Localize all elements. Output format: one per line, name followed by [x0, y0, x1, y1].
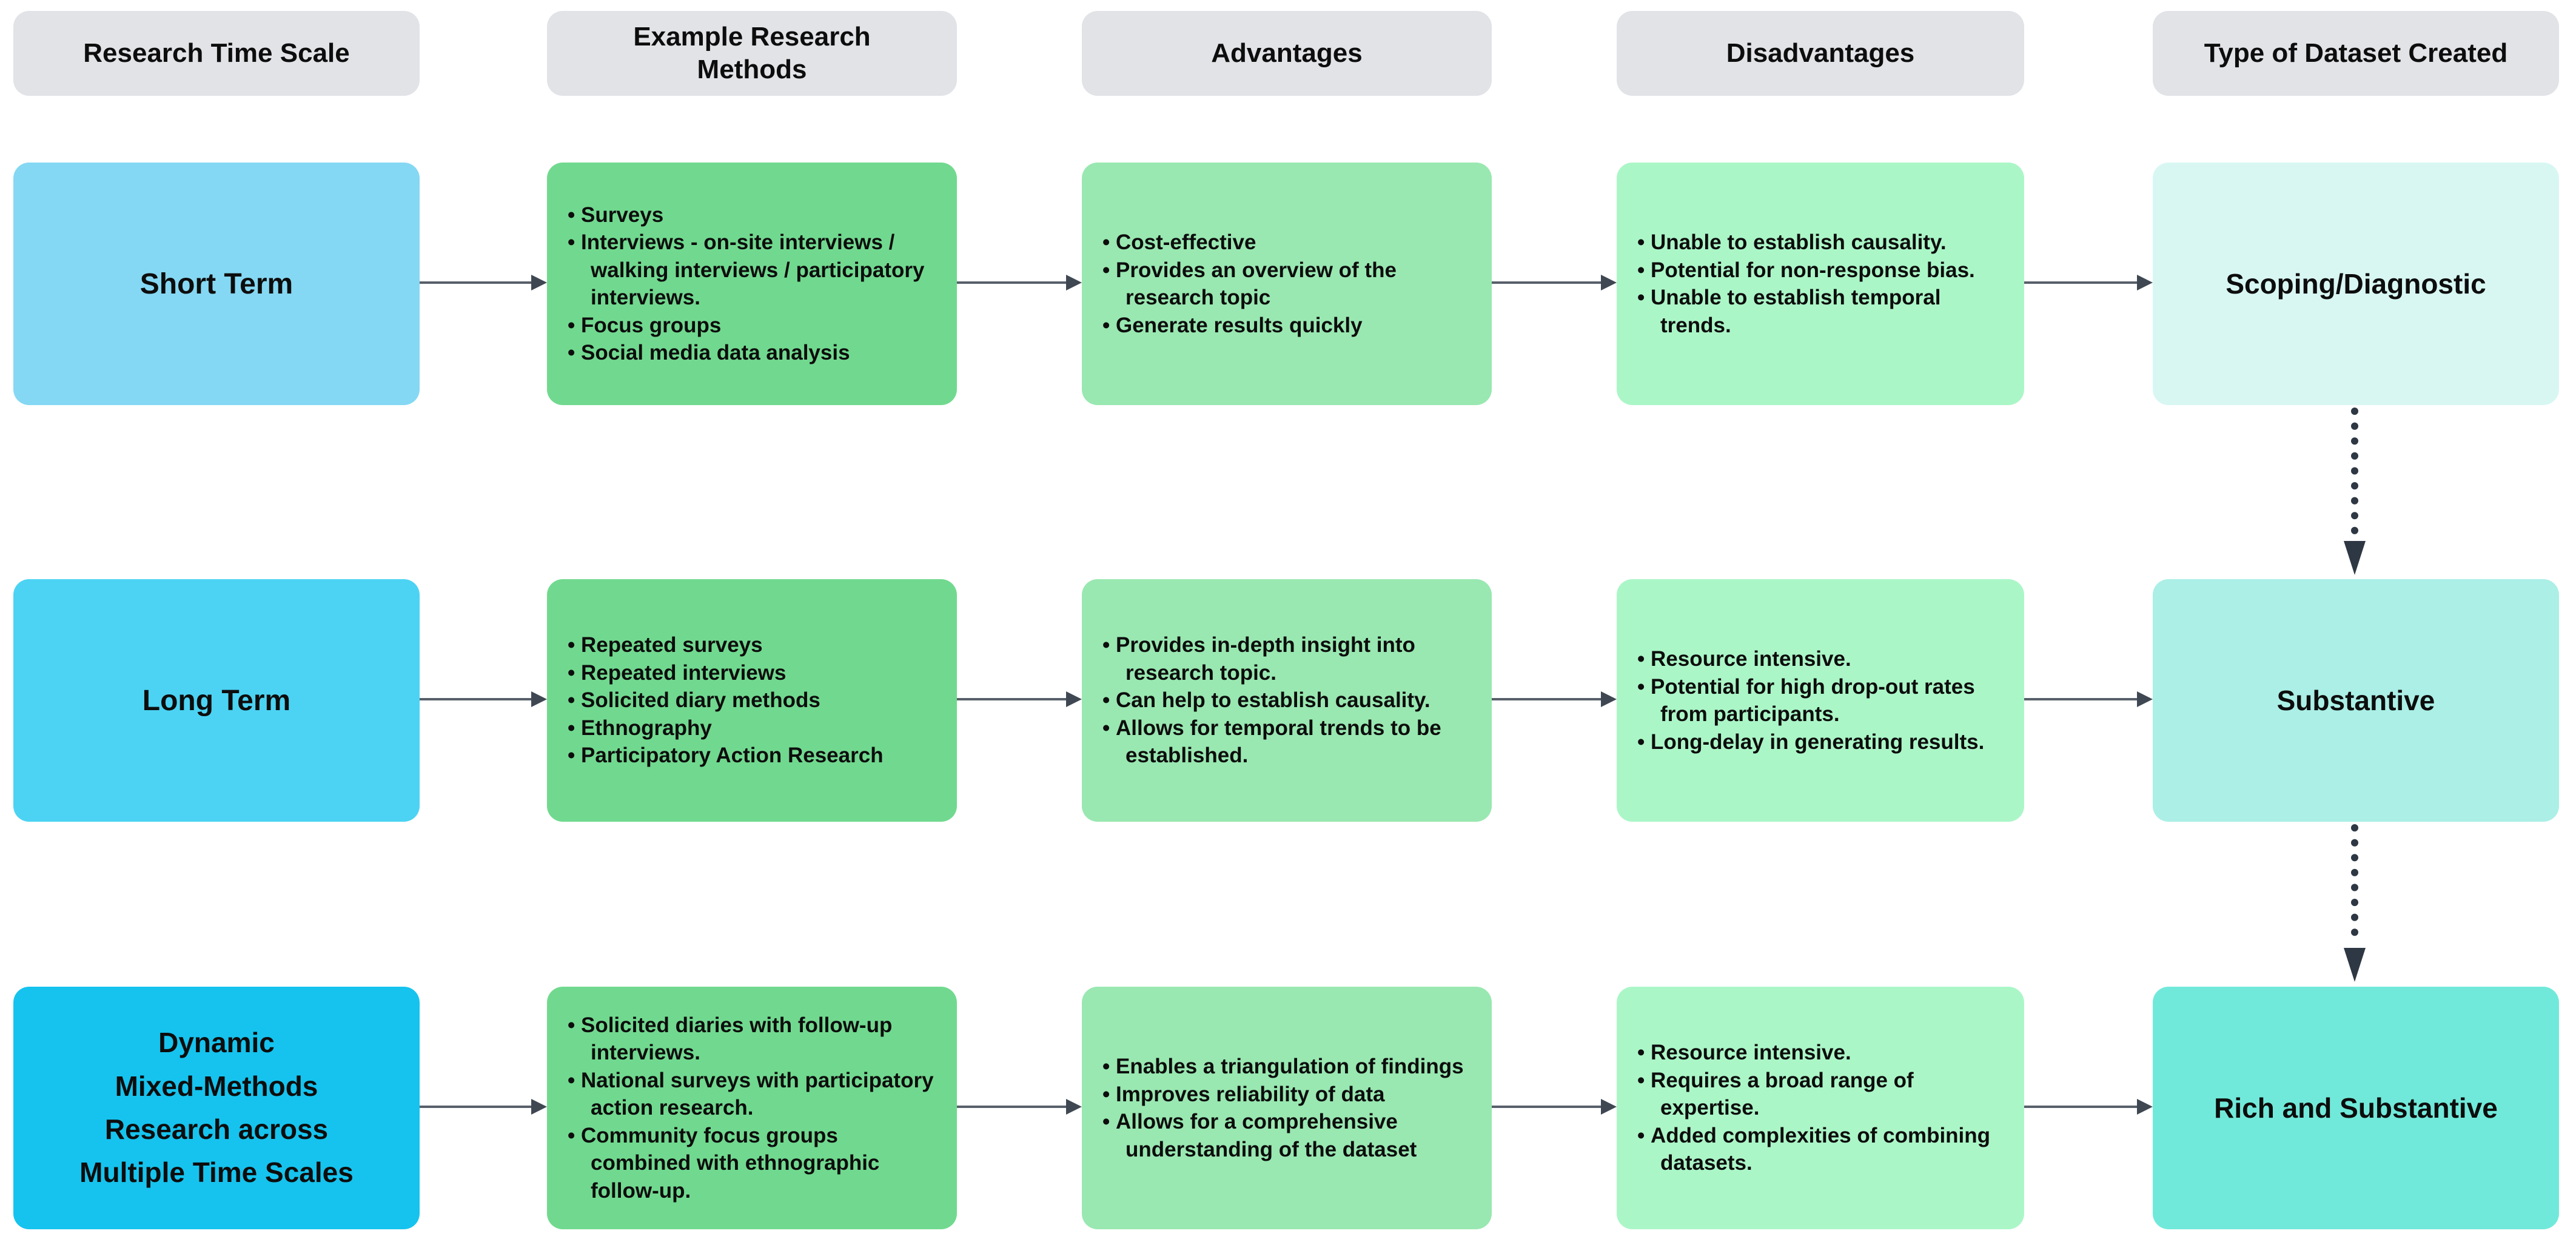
bullet-item: Cost-effective [1102, 229, 1471, 257]
node-dataset-rich-and-substantive: Rich and Substantive [2153, 987, 2559, 1229]
right-arrow-icon [957, 691, 1082, 707]
right-arrow-icon [1492, 275, 1617, 290]
node-advantages-long-term: Provides in-depth insight into research … [1082, 579, 1492, 822]
bullet-item: Long-delay in generating results. [1637, 728, 2004, 756]
bullet-item: Allows for a comprehensive understanding… [1102, 1108, 1471, 1163]
node-disadvantages-long-term: Resource intensive.Potential for high dr… [1617, 579, 2024, 822]
text-line: Type of Dataset Created [2204, 38, 2508, 69]
text-line: Example Research [633, 22, 871, 52]
text-line: Dynamic [158, 1027, 275, 1059]
bullet-item: Potential for non-response bias. [1637, 257, 2004, 284]
right-arrow-icon [2024, 275, 2153, 290]
node-methods-short-term: SurveysInterviews - on-site interviews /… [547, 163, 957, 405]
right-arrow-icon [2024, 691, 2153, 707]
bullet-item: Surveys [568, 201, 936, 229]
bullet-item: Unable to establish causality. [1637, 229, 2004, 257]
text-line: Disadvantages [1726, 38, 1915, 69]
node-disadvantages-dynamic: Resource intensive.Requires a broad rang… [1617, 987, 2024, 1229]
right-arrow-icon [1492, 1099, 1617, 1115]
right-arrow-icon [957, 275, 1082, 290]
header-disadvantages: Disadvantages [1617, 11, 2024, 96]
node-methods-dynamic: Solicited diaries with follow-up intervi… [547, 987, 957, 1229]
bullet-item: Solicited diaries with follow-up intervi… [568, 1012, 936, 1067]
bullet-item: Improves reliability of data [1102, 1081, 1471, 1109]
text-line: Research across [104, 1113, 329, 1145]
dotted-down-arrow-icon [2344, 408, 2366, 575]
text-line: Multiple Time Scales [79, 1156, 354, 1189]
header-label: Disadvantages [1726, 37, 1915, 70]
advantages-list: Provides in-depth insight into research … [1082, 631, 1492, 770]
text-line: Mixed-Methods [115, 1070, 318, 1102]
header-label: Advantages [1211, 37, 1362, 70]
disadvantages-list: Resource intensive.Potential for high dr… [1617, 645, 2024, 756]
header-advantages: Advantages [1082, 11, 1492, 96]
header-research-time-scale: Research Time Scale [13, 11, 420, 96]
bullet-item: Provides in-depth insight into research … [1102, 631, 1471, 686]
bullet-item: Can help to establish causality. [1102, 686, 1471, 714]
bullet-item: Requires a broad range of expertise. [1637, 1067, 2004, 1122]
node-methods-long-term: Repeated surveysRepeated interviewsSolic… [547, 579, 957, 822]
bullet-item: Focus groups [568, 312, 936, 340]
node-label: Scoping/Diagnostic [2225, 268, 2486, 300]
methods-list: Solicited diaries with follow-up intervi… [547, 1012, 957, 1205]
methods-list: Repeated surveysRepeated interviewsSolic… [547, 631, 957, 770]
bullet-item: Unable to establish temporal trends. [1637, 284, 2004, 339]
node-label: Rich and Substantive [2214, 1092, 2498, 1124]
right-arrow-icon [957, 1099, 1082, 1115]
bullet-item: Interviews - on-site interviews / walkin… [568, 229, 936, 312]
bullet-item: Enables a triangulation of findings [1102, 1053, 1471, 1081]
node-dataset-scoping-diagnostic: Scoping/Diagnostic [2153, 163, 2559, 405]
bullet-item: Community focus groups combined with eth… [568, 1122, 936, 1205]
right-arrow-icon [420, 275, 547, 290]
advantages-list: Cost-effectiveProvides an overview of th… [1082, 229, 1492, 339]
advantages-list: Enables a triangulation of findingsImpro… [1082, 1053, 1492, 1163]
node-advantages-short-term: Cost-effectiveProvides an overview of th… [1082, 163, 1492, 405]
bullet-item: Potential for high drop-out rates from p… [1637, 673, 2004, 728]
node-label: Short Term [140, 267, 293, 301]
bullet-item: Ethnography [568, 714, 936, 742]
text-line: Advantages [1211, 38, 1363, 69]
bullet-item: Solicited diary methods [568, 686, 936, 714]
text-line: Methods [697, 55, 807, 84]
disadvantages-list: Unable to establish causality.Potential … [1617, 229, 2024, 339]
node-long-term: Long Term [13, 579, 420, 822]
bullet-item: Allows for temporal trends to be establi… [1102, 714, 1471, 770]
methods-list: SurveysInterviews - on-site interviews /… [547, 201, 957, 367]
node-label: Substantive [2276, 685, 2435, 716]
bullet-item: Resource intensive. [1637, 645, 2004, 673]
node-label: Long Term [143, 684, 290, 717]
header-label: Type of Dataset Created [2204, 37, 2507, 70]
node-dataset-substantive: Substantive [2153, 579, 2559, 822]
bullet-item: Participatory Action Research [568, 742, 936, 770]
bullet-item: Provides an overview of the research top… [1102, 257, 1471, 312]
right-arrow-icon [2024, 1099, 2153, 1115]
text-line: Short Term [139, 267, 293, 300]
right-arrow-icon [420, 1099, 547, 1115]
text-line: Research Time Scale [83, 38, 350, 69]
bullet-item: Resource intensive. [1637, 1039, 2004, 1067]
bullet-item: Generate results quickly [1102, 312, 1471, 340]
right-arrow-icon [420, 691, 547, 707]
node-advantages-dynamic: Enables a triangulation of findingsImpro… [1082, 987, 1492, 1229]
bullet-item: National surveys with participatory acti… [568, 1067, 936, 1122]
bullet-item: Repeated interviews [568, 659, 936, 687]
text-line: Long Term [142, 684, 291, 717]
header-type-of-dataset-created: Type of Dataset Created [2153, 11, 2559, 96]
dotted-down-arrow-icon [2344, 824, 2366, 982]
header-label: Research Time Scale [83, 37, 349, 70]
bullet-item: Added complexities of combining datasets… [1637, 1122, 2004, 1177]
bullet-item: Repeated surveys [568, 631, 936, 659]
right-arrow-icon [1492, 691, 1617, 707]
node-disadvantages-short-term: Unable to establish causality.Potential … [1617, 163, 2024, 405]
node-short-term: Short Term [13, 163, 420, 405]
bullet-item: Social media data analysis [568, 339, 936, 367]
disadvantages-list: Resource intensive.Requires a broad rang… [1617, 1039, 2024, 1177]
